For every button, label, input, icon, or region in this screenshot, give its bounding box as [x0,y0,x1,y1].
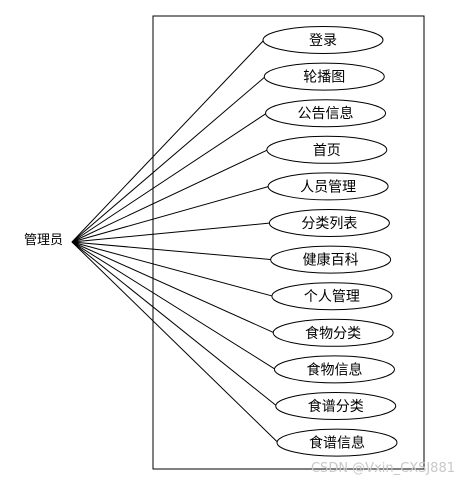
association-lines [71,39,279,443]
use-case-ellipse [275,392,397,420]
association-line [71,241,275,334]
use-case-label: 食谱分类 [308,398,364,415]
use-case-ellipse [272,318,394,347]
use-case-label: 登录 [309,33,337,49]
use-case-label: 轮播图 [303,70,345,86]
association-line [71,185,270,243]
association-line [71,241,279,443]
use-case-label: 食物分类 [305,325,361,342]
use-case-ellipse [265,99,387,128]
association-line [71,241,276,370]
use-case-label: 分类列表 [301,216,357,232]
use-case-group: 登录轮播图公告信息首页人员管理分类列表健康百科个人管理食物分类食物信息食谱分类食… [262,26,398,457]
watermark: CSDN @Vxin_CXSJ881 [310,461,455,476]
use-case-label: 人员管理 [300,179,356,195]
association-line [71,241,272,261]
association-line [71,222,271,243]
use-case-ellipse [266,135,388,164]
use-case-label: 健康百科 [303,252,359,269]
association-line [71,76,266,243]
use-case-ellipse [262,26,384,54]
use-case-ellipse [271,282,393,311]
use-case-ellipse [267,172,389,201]
use-case-label: 食物信息 [306,361,362,378]
association-line [71,112,267,243]
use-case-ellipse [270,245,392,274]
association-line [71,149,269,243]
use-case-ellipse [273,355,395,384]
use-case-label: 首页 [313,143,341,159]
association-line [71,39,265,243]
use-case-label: 公告信息 [298,105,354,122]
use-case-label: 食谱信息 [309,435,365,452]
use-case-ellipse [276,428,398,457]
association-line [71,241,274,297]
use-case-label: 个人管理 [304,289,360,305]
association-line [71,241,278,407]
system-boundary [152,15,425,470]
use-case-ellipse [263,62,385,91]
actor-label: 管理员 [24,233,64,248]
use-case-ellipse [268,209,390,237]
